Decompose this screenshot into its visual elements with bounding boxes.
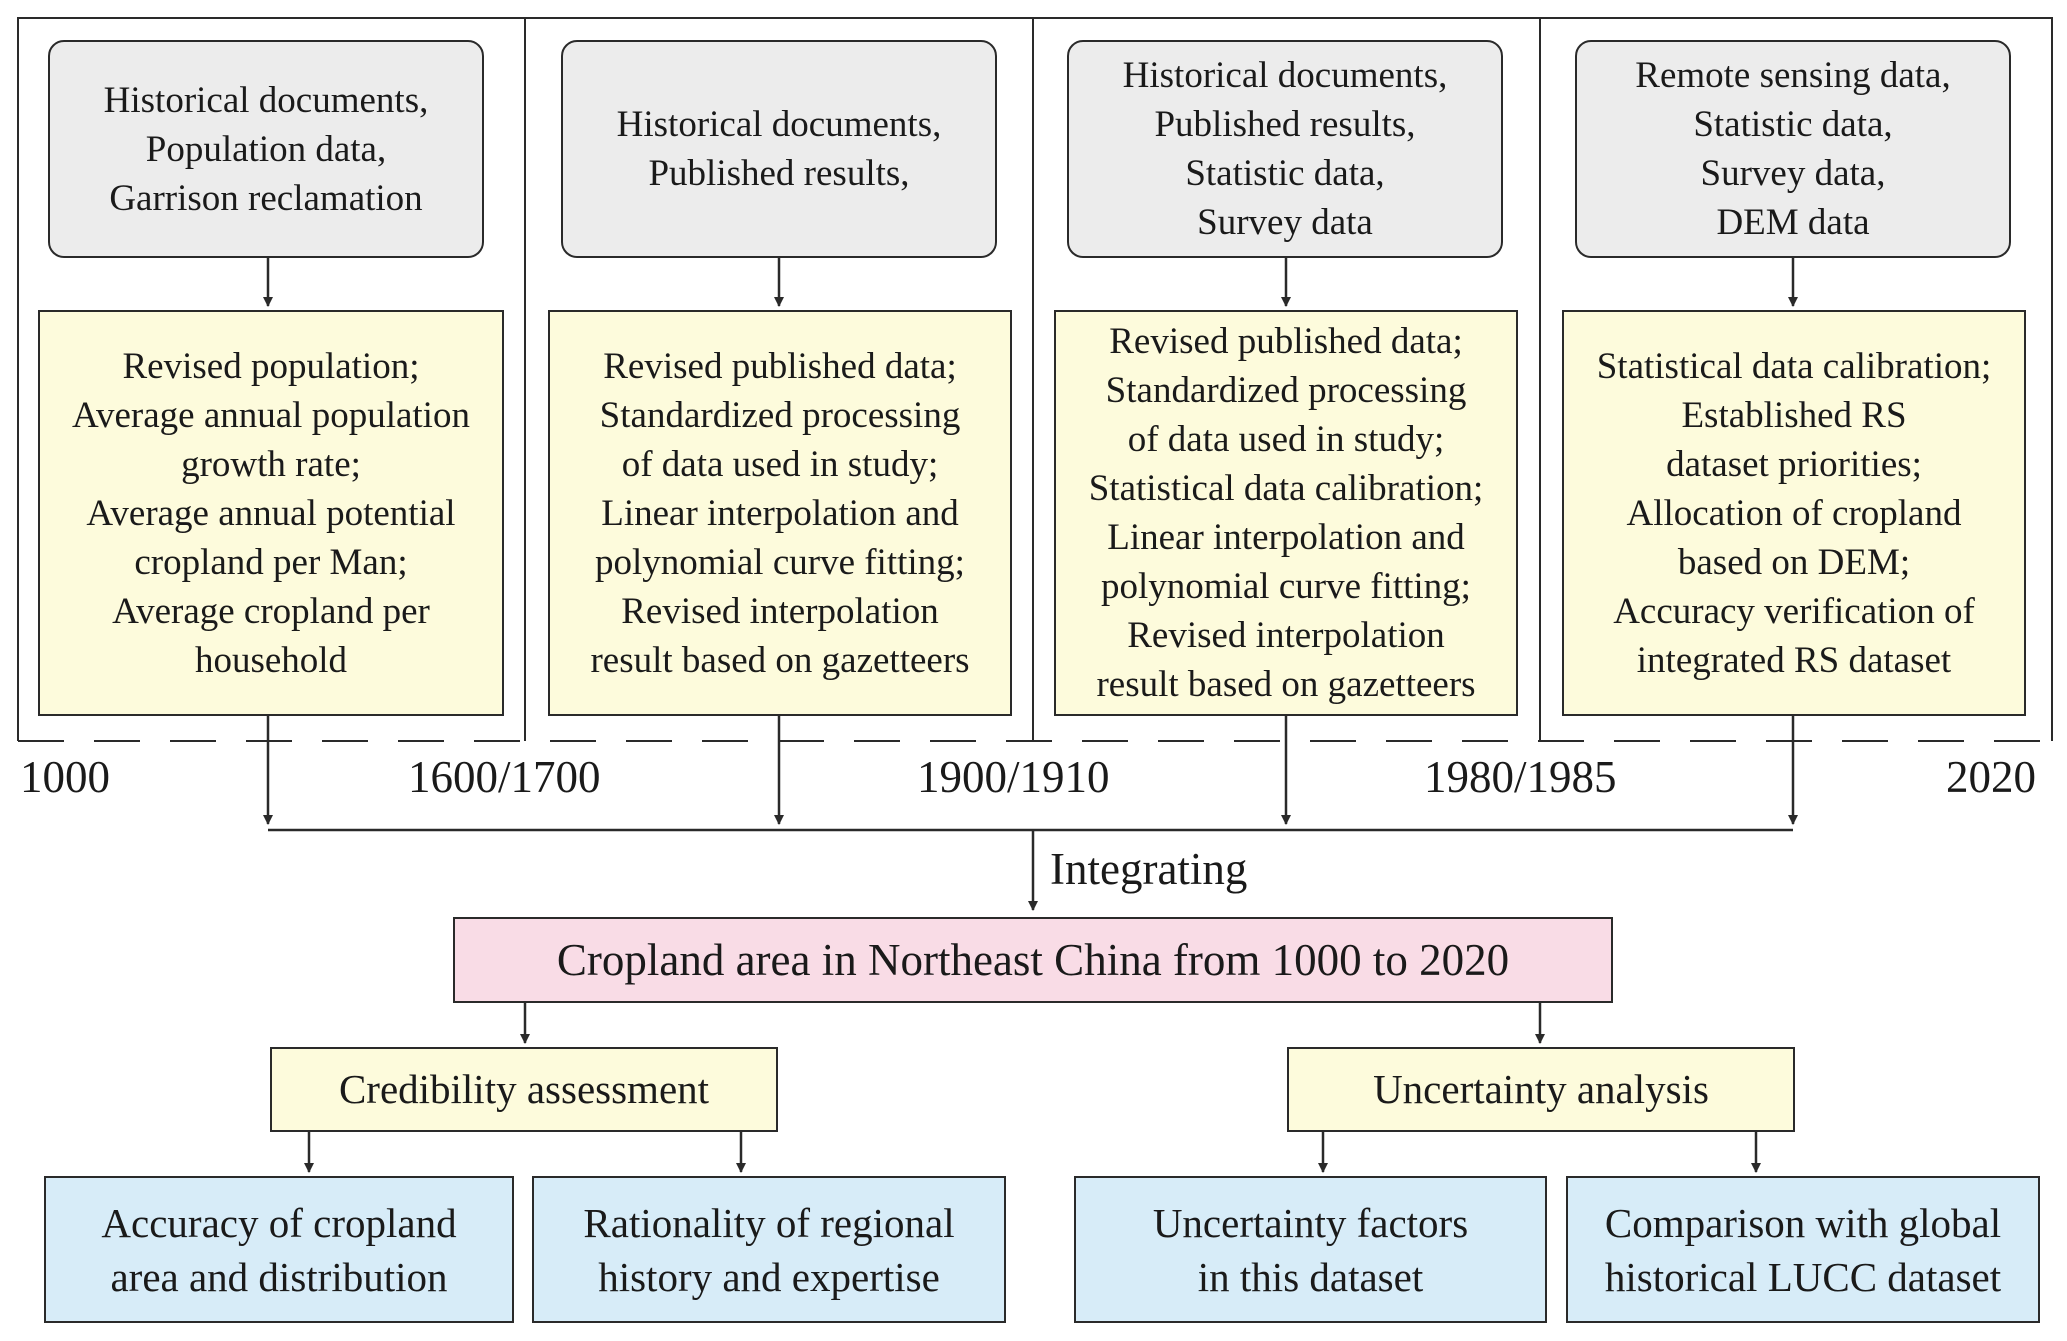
method-box-period-2: Revised published data; Standardized pro… <box>548 310 1012 716</box>
uncertainty-factors-output-box: Uncertainty factors in this dataset <box>1074 1176 1547 1323</box>
accuracy-output-box: Accuracy of cropland area and distributi… <box>44 1176 514 1323</box>
method-text: dataset priorities; <box>1666 443 1922 485</box>
cropland-area-box: Cropland area in Northeast China from 10… <box>453 917 1613 1003</box>
method-text: result based on gazetteers <box>1096 664 1476 705</box>
period-frame <box>17 17 2053 741</box>
source-text: Published results, <box>648 153 910 194</box>
source-text: Historical documents, <box>103 79 429 121</box>
output-text: historical LUCC dataset <box>1604 1253 2002 1300</box>
method-text: Standardized processing <box>599 394 961 436</box>
source-text: Survey data <box>1197 202 1373 243</box>
method-text: Accuracy verification of <box>1613 590 1975 632</box>
source-text: Garrison reclamation <box>109 177 423 219</box>
rationality-output-box: Rationality of regional history and expe… <box>532 1176 1006 1323</box>
method-text: Revised published data; <box>603 345 957 387</box>
method-text: Revised interpolation <box>1127 615 1445 656</box>
output-text: Accuracy of cropland <box>101 1199 457 1246</box>
method-to-integration-arrows <box>263 716 1798 911</box>
method-text: Revised population; <box>122 345 420 387</box>
method-text: polynomial curve fitting; <box>1101 566 1471 607</box>
method-box-period-3: Revised published data; Standardized pro… <box>1054 310 1518 716</box>
source-text: Remote sensing data, <box>1635 55 1951 96</box>
timeline-year: 1600/1700 <box>408 752 601 802</box>
method-text: Statistical data calibration; <box>1596 345 1992 387</box>
method-text: Revised interpolation <box>621 590 939 632</box>
source-box-period-4: Remote sensing data, Statistic data, Sur… <box>1575 40 2011 258</box>
source-text: Survey data, <box>1700 153 1886 194</box>
assessment-text: Credibility assessment <box>338 1066 710 1112</box>
source-text: Published results, <box>1154 104 1416 145</box>
source-text: Historical documents, <box>616 104 942 145</box>
source-box-period-3: Historical documents, Published results,… <box>1067 40 1503 258</box>
method-text: Statistical data calibration; <box>1088 468 1484 509</box>
integrating-label: Integrating <box>1050 844 1248 894</box>
source-text: Historical documents, <box>1122 55 1448 96</box>
source-text: Statistic data, <box>1693 104 1893 145</box>
output-text: history and expertise <box>598 1253 940 1300</box>
method-text: Average cropland per <box>112 590 430 632</box>
output-text: in this dataset <box>1197 1253 1424 1300</box>
uncertainty-analysis-box: Uncertainty analysis <box>1287 1047 1795 1132</box>
source-box-period-2: Historical documents, Published results, <box>561 40 997 258</box>
method-text: growth rate; <box>181 443 361 485</box>
comparison-output-box: Comparison with global historical LUCC d… <box>1566 1176 2040 1323</box>
method-text: integrated RS dataset <box>1636 639 1952 681</box>
method-text: household <box>194 639 348 681</box>
method-text: Established RS <box>1681 394 1907 436</box>
final-to-assessment-arrows <box>520 1003 1545 1044</box>
source-text: Population data, <box>145 128 387 170</box>
method-text: Average annual population <box>72 394 470 436</box>
credibility-assessment-box: Credibility assessment <box>270 1047 778 1132</box>
final-box-text: Cropland area in Northeast China from 10… <box>556 934 1510 985</box>
method-box-period-4: Statistical data calibration; Establishe… <box>1562 310 2026 716</box>
timeline-year: 2020 <box>1946 752 2036 802</box>
output-text: area and distribution <box>110 1253 448 1300</box>
source-to-method-arrows <box>263 258 1798 307</box>
method-text: of data used in study; <box>1127 419 1445 460</box>
method-text: Average annual potential <box>86 492 456 534</box>
method-text: polynomial curve fitting; <box>595 541 965 583</box>
source-text: DEM data <box>1716 202 1870 243</box>
output-text: Rationality of regional <box>583 1199 955 1246</box>
method-text: based on DEM; <box>1677 541 1911 583</box>
assessment-to-output-arrows <box>304 1132 1761 1173</box>
method-text: Linear interpolation and <box>601 492 959 534</box>
timeline-year: 1000 <box>20 752 110 802</box>
method-box-period-1: Revised population; Average annual popul… <box>38 310 504 716</box>
output-text: Uncertainty factors <box>1152 1199 1469 1246</box>
source-text: Statistic data, <box>1185 153 1385 194</box>
method-text: cropland per Man; <box>134 541 408 583</box>
method-text: Standardized processing <box>1105 370 1467 411</box>
method-text: result based on gazetteers <box>590 639 970 681</box>
assessment-text: Uncertainty analysis <box>1373 1066 1709 1112</box>
method-text: Allocation of cropland <box>1626 492 1962 534</box>
method-text: Revised published data; <box>1109 321 1463 362</box>
timeline-year: 1980/1985 <box>1424 752 1617 802</box>
method-text: Linear interpolation and <box>1107 517 1465 558</box>
method-text: of data used in study; <box>621 443 939 485</box>
timeline-year: 1900/1910 <box>917 752 1110 802</box>
source-box-period-1: Historical documents, Population data, G… <box>48 40 484 258</box>
output-text: Comparison with global <box>1604 1199 2002 1246</box>
